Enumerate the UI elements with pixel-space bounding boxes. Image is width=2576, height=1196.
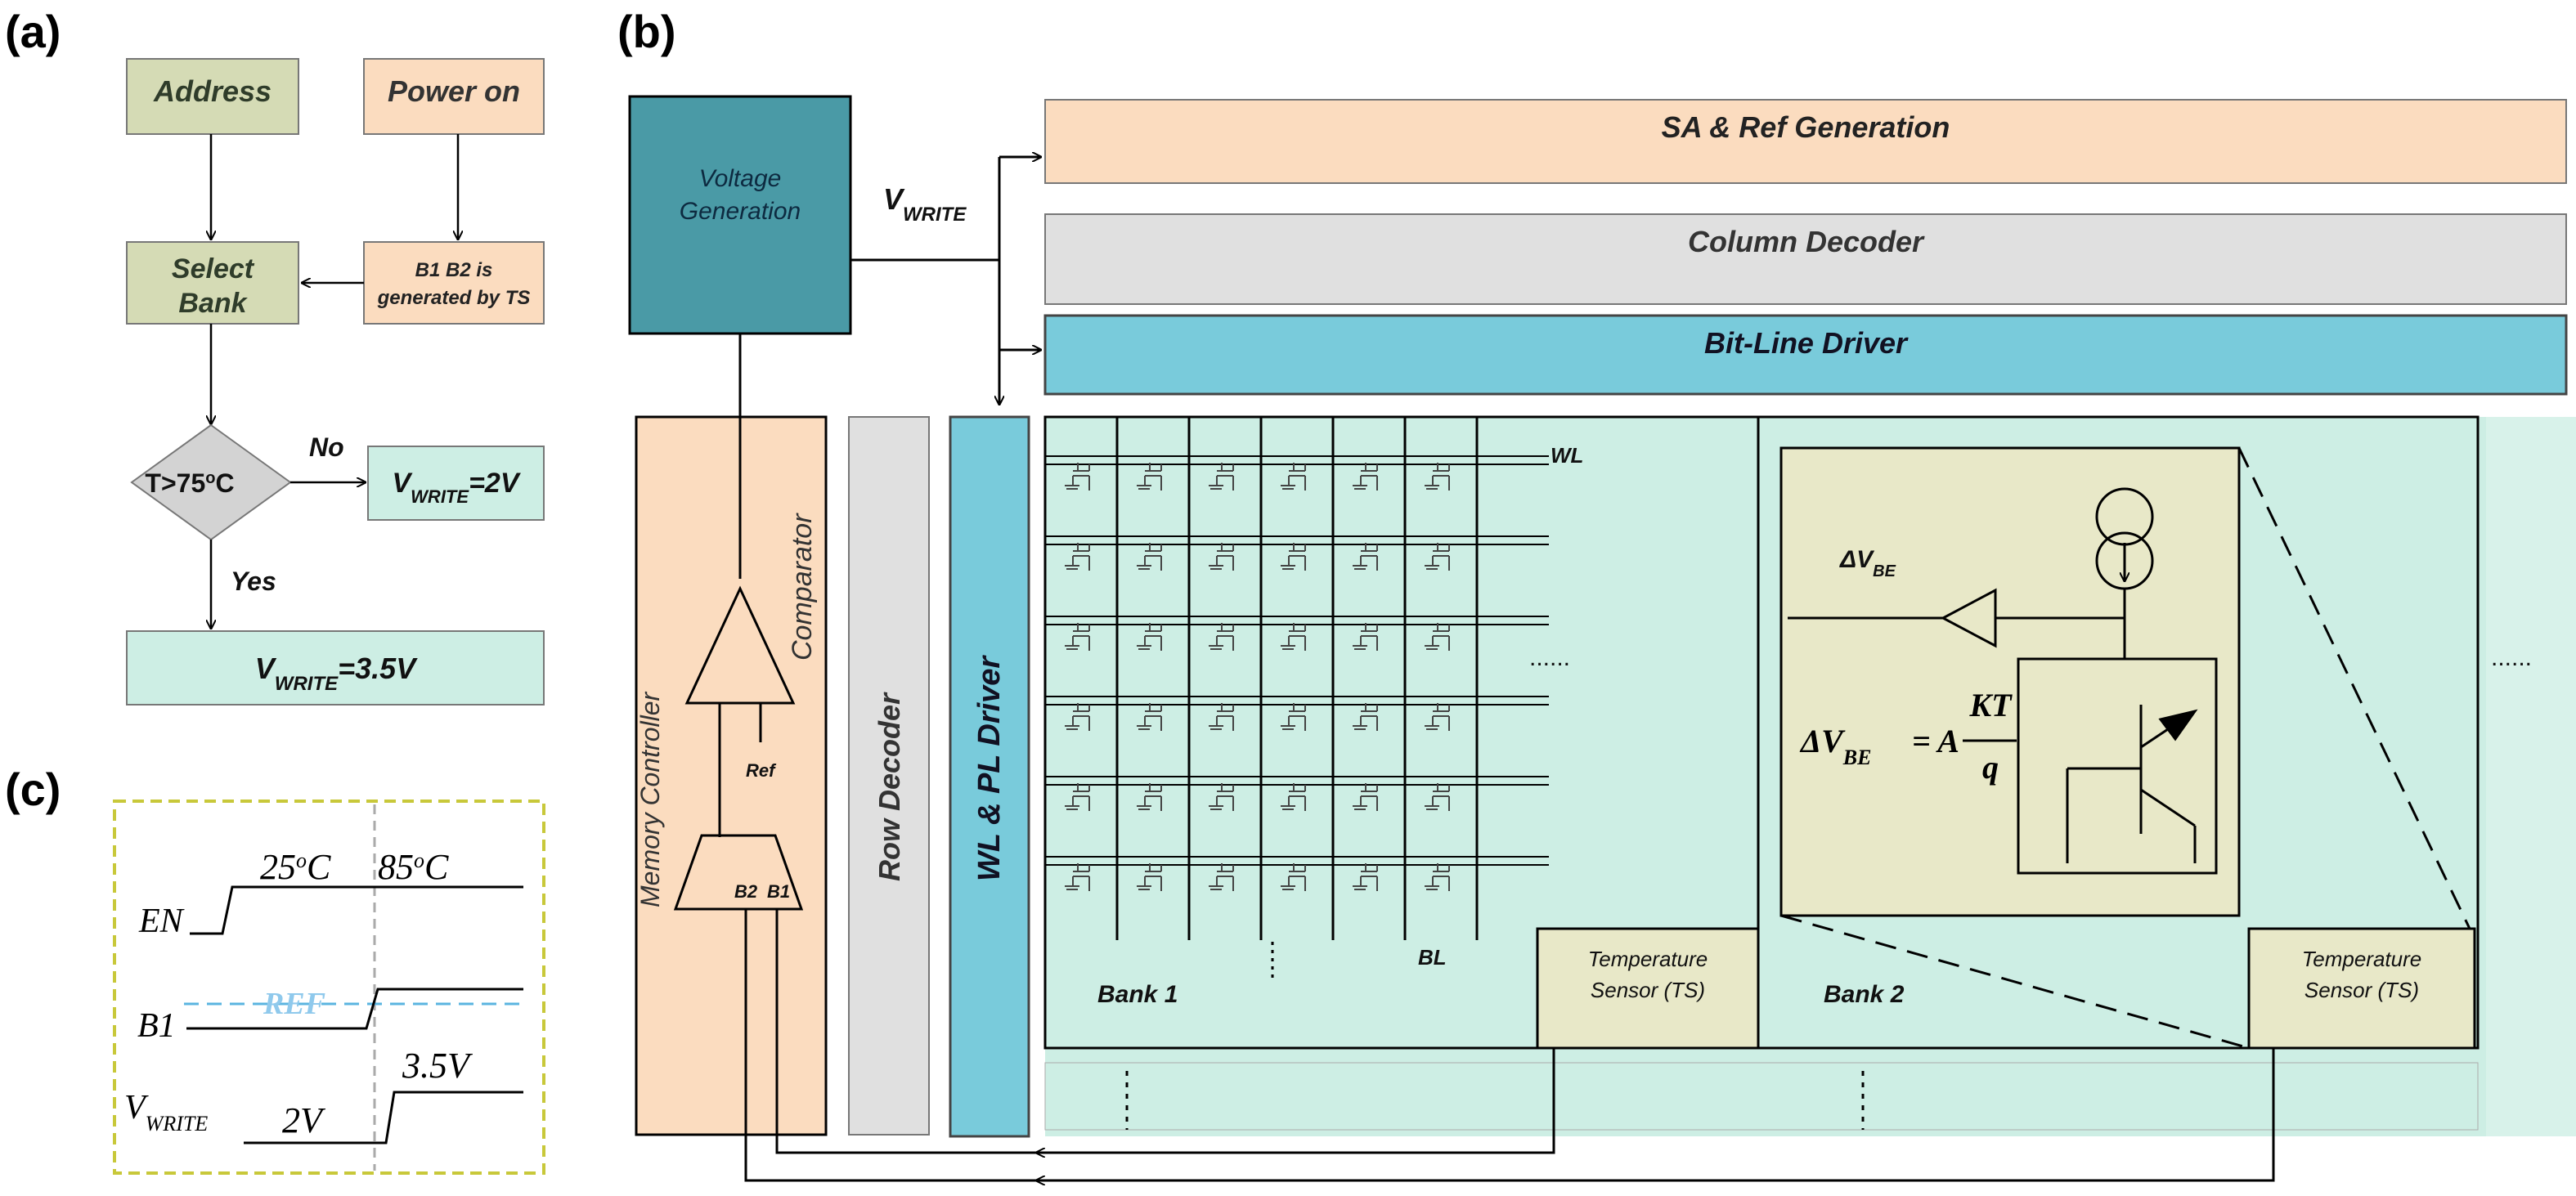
v-low-label: 2V <box>282 1100 326 1140</box>
b1b2-label-1: B1 B2 is <box>415 259 493 281</box>
b2-input-wire <box>744 909 1032 1182</box>
eq-den: q <box>1982 749 1999 786</box>
b1b2-label-2: generated by TS <box>377 287 531 309</box>
select-bank-box: Select Bank <box>126 241 299 325</box>
ts2-feedback-wire <box>1032 1048 2275 1182</box>
wl-pl-driver-label: WL & PL Driver <box>972 655 1007 881</box>
wl-label: WL <box>1551 443 1583 468</box>
ref-label: Ref <box>746 760 777 781</box>
bjt-box <box>2017 657 2218 875</box>
memory-controller-label: Memory Controller <box>635 691 665 907</box>
voltage-gen-label-1: Voltage <box>699 165 782 192</box>
panel-a: (a) Address Power on Select Bank B1 B2 i… <box>5 6 545 706</box>
no-label: No <box>309 432 344 462</box>
vwrite-b-label: VWRITE <box>883 182 967 226</box>
vwrite-high-box: VWRITE=3.5V <box>126 630 545 706</box>
b1b2-box: B1 B2 is generated by TS <box>363 241 545 325</box>
panel-c-tag: (c) <box>5 764 61 815</box>
dvbe-label: ΔVBE <box>1839 546 1896 580</box>
bank-1: WL BL ...... Bank 1 Temperature Sensor (… <box>1043 415 1760 1050</box>
yes-label: Yes <box>231 567 276 596</box>
ref-label: REF <box>263 987 325 1021</box>
sa-ref-generation-block: SA & Ref Generation <box>1044 99 2567 184</box>
row-decoder-label: Row Decoder <box>873 692 906 881</box>
temperature-sensor-1: Temperature Sensor (TS) <box>1536 927 1760 1050</box>
memory-controller-block: Memory Controller Comparator Ref B2 B1 <box>635 334 828 1136</box>
bank-2: ΔVBE ΔVBE = A KT q <box>1757 415 2480 1050</box>
b1-label: B1 <box>137 1007 176 1045</box>
temp-decision-diamond: T>75oC <box>130 423 292 541</box>
select-bank-label-2: Bank <box>178 288 248 319</box>
bank-area-right-fade <box>2486 417 2576 1136</box>
temp-high-label: 85oC <box>378 847 449 887</box>
condition-label: T>75oC <box>145 468 234 498</box>
ts1-label-2: Sensor (TS) <box>1591 978 1705 1002</box>
vwrite-waveform <box>244 1091 523 1144</box>
address-box: Address <box>126 58 299 135</box>
power-on-label: Power on <box>388 74 520 108</box>
row-decoder-block: Row Decoder <box>848 416 930 1136</box>
eq-mid: = A <box>1912 723 1959 759</box>
vwrite-low-label: VWRITE=2V <box>392 468 521 507</box>
ts1-feedback-wire <box>1032 1048 1555 1154</box>
zoom-line-right <box>2237 447 2471 929</box>
voltage-gen-label-2: Generation <box>680 198 801 225</box>
address-label: Address <box>153 74 272 108</box>
sensor-detail-box: ΔVBE ΔVBE = A KT q <box>1779 446 2241 917</box>
b1-b-label: B1 <box>767 881 790 902</box>
memory-cell-array <box>1045 417 1549 940</box>
bank2-label: Bank 2 <box>1824 981 1905 1008</box>
en-label: EN <box>138 903 185 940</box>
temp-low-label: 25oC <box>260 847 331 887</box>
vwrite-high-label: VWRITE=3.5V <box>255 652 418 695</box>
power-on-box: Power on <box>363 58 545 135</box>
vwrite-c-label: VWRITE <box>124 1089 208 1136</box>
b1-input-wire <box>775 909 1032 1154</box>
right-hdots: ...... <box>2491 644 2532 671</box>
zoom-line-left <box>1780 914 2250 1050</box>
temperature-sensor-2: Temperature Sensor (TS) <box>2247 927 2476 1050</box>
ts1-label-1: Temperature <box>1588 947 1708 971</box>
select-bank-label-1: Select <box>172 253 255 284</box>
bottom-bank-strip <box>1044 1062 2479 1131</box>
bank1-hdots: ...... <box>1529 644 1570 671</box>
panel-c-frame <box>113 800 545 1175</box>
column-decoder-block: Column Decoder <box>1044 213 2567 305</box>
comparator-label: Comparator <box>787 513 818 661</box>
ts2-label-2: Sensor (TS) <box>2304 978 2419 1002</box>
vwrite-low-box: VWRITE=2V <box>367 446 545 521</box>
comparator-symbol <box>684 585 796 705</box>
v-high-label: 3.5V <box>402 1046 473 1086</box>
wl-pl-driver-block: WL & PL Driver <box>949 415 1030 1138</box>
dvbe-equation: ΔVBE = A KT q <box>1799 687 2017 786</box>
buffer-symbol <box>1940 588 1997 648</box>
bjt-transistor-icon <box>2066 705 2198 863</box>
bank1-label: Bank 1 <box>1097 981 1178 1008</box>
panel-b-tag: (b) <box>617 6 676 57</box>
en-waveform <box>190 885 523 935</box>
ts2-label-1: Temperature <box>2302 947 2421 971</box>
b2-label: B2 <box>734 881 758 902</box>
sa-ref-label: SA & Ref Generation <box>1662 110 1950 144</box>
voltage-generation-block: Voltage Generation <box>628 95 852 335</box>
bitline-driver-block: Bit-Line Driver <box>1043 314 2568 396</box>
column-decoder-label: Column Decoder <box>1688 225 1925 258</box>
eq-num: KT <box>1968 687 2013 723</box>
b1-waveform <box>186 988 523 1030</box>
panel-b: (b) Voltage Generation VWRITE SA & Ref G… <box>617 6 2576 1180</box>
bitline-driver-label: Bit-Line Driver <box>1704 326 1909 360</box>
panel-a-tag: (a) <box>5 6 61 57</box>
mux-symbol <box>673 834 804 911</box>
bl-label: BL <box>1418 945 1447 970</box>
eq-lhs: ΔVBE <box>1799 723 1871 769</box>
panel-c: (c) EN 25oC 85oC B1 REF VWRITE 2V 3.5V <box>5 764 545 1175</box>
